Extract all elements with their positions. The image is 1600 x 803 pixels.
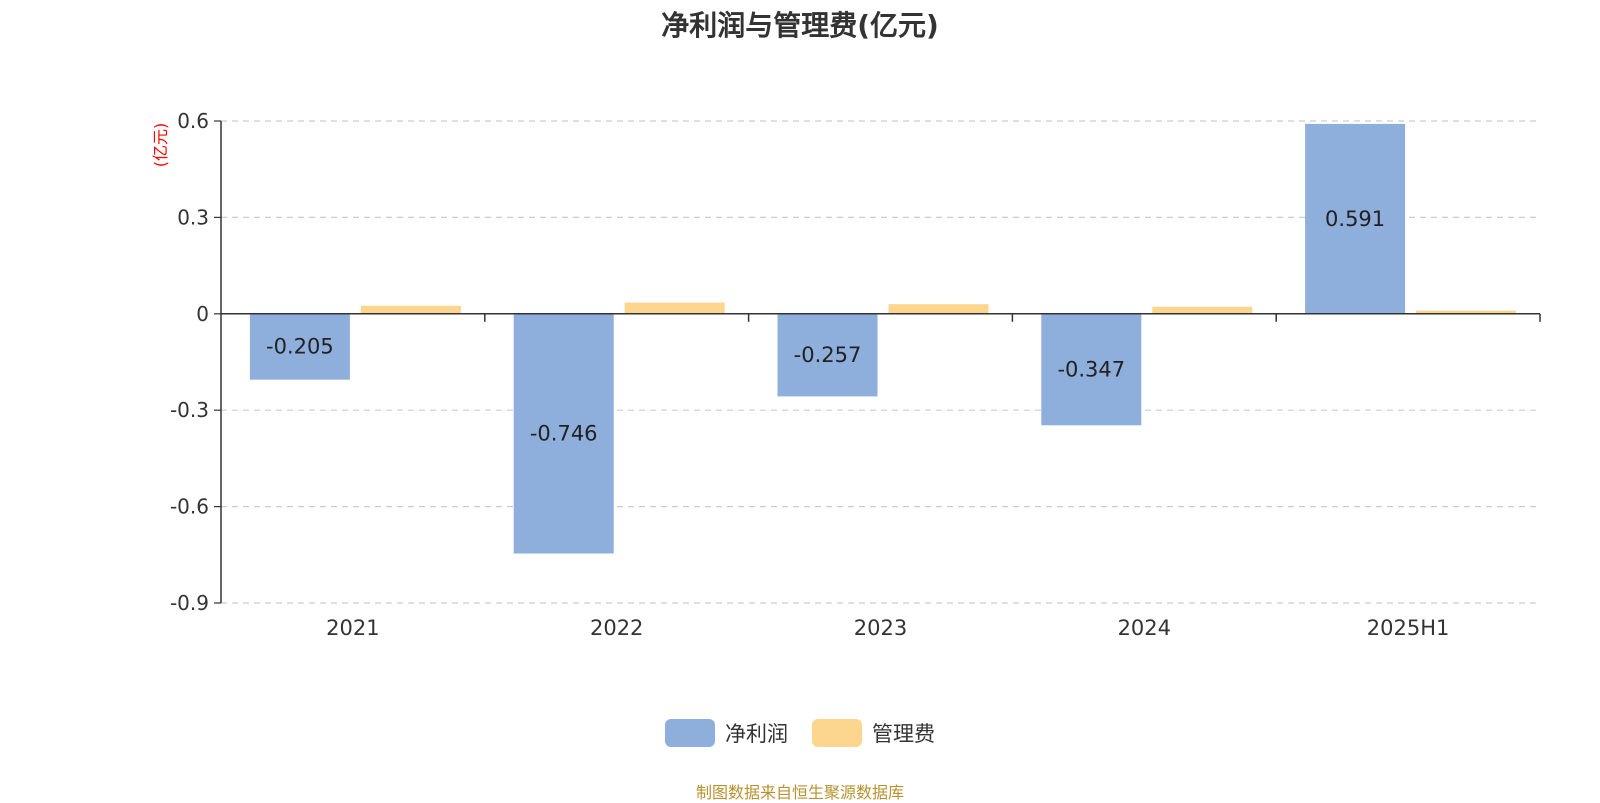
data-label: -0.205 bbox=[266, 335, 334, 359]
data-label: -0.257 bbox=[794, 343, 862, 367]
bars bbox=[249, 123, 1517, 554]
data-label: -0.347 bbox=[1057, 358, 1125, 382]
bar-net-profit bbox=[1305, 123, 1406, 314]
x-tick-label: 2022 bbox=[590, 616, 643, 640]
source-note: 制图数据来自恒生聚源数据库 bbox=[695, 783, 904, 802]
bar-net-profit bbox=[777, 313, 878, 397]
legend-swatch-admin-fee bbox=[812, 719, 862, 747]
data-label: 0.591 bbox=[1325, 207, 1385, 231]
chart-title: 净利润与管理费(亿元) bbox=[661, 9, 939, 42]
y-tick-label: -0.9 bbox=[170, 591, 209, 615]
y-tick-label: 0.3 bbox=[177, 205, 209, 229]
y-tick-label: -0.3 bbox=[170, 398, 209, 422]
bar-net-profit bbox=[249, 313, 350, 380]
bar-admin-fee bbox=[1416, 310, 1517, 314]
y-tick-label: 0 bbox=[196, 302, 209, 326]
legend-label-admin-fee: 管理费 bbox=[872, 722, 935, 746]
data-label: -0.746 bbox=[530, 422, 598, 446]
bar-net-profit bbox=[1041, 313, 1142, 426]
y-tick-label: 0.6 bbox=[177, 109, 209, 133]
bar-admin-fee bbox=[888, 304, 989, 314]
legend-item-net-profit[interactable]: 净利润 bbox=[665, 718, 788, 748]
legend-label-net-profit: 净利润 bbox=[725, 722, 788, 746]
x-tick-label: 2021 bbox=[326, 616, 379, 640]
y-axis-label: (亿元) bbox=[151, 123, 170, 168]
bar-admin-fee bbox=[1152, 306, 1253, 314]
bar-net-profit bbox=[513, 313, 614, 554]
legend-item-admin-fee[interactable]: 管理费 bbox=[812, 718, 935, 748]
legend: 净利润 管理费 bbox=[0, 718, 1600, 748]
data-labels: -0.205 -0.746 -0.257 -0.347 0.591 bbox=[266, 207, 1385, 446]
bar-admin-fee bbox=[360, 305, 461, 314]
axes: 0.6 0.3 0 -0.3 -0.6 -0.9 (亿元) 2021 2022 2023 2024 2… bbox=[151, 109, 1541, 640]
x-tick-label: 2024 bbox=[1118, 616, 1171, 640]
bar-admin-fee bbox=[624, 302, 725, 314]
y-tick-label: -0.6 bbox=[170, 495, 209, 519]
legend-swatch-net-profit bbox=[665, 719, 715, 747]
x-tick-label: 2023 bbox=[854, 616, 907, 640]
bar-chart: 0.6 0.3 0 -0.3 -0.6 -0.9 (亿元) 2021 2022 2023 2024 2… bbox=[151, 109, 1541, 640]
x-tick-label: 2025H1 bbox=[1367, 616, 1450, 640]
